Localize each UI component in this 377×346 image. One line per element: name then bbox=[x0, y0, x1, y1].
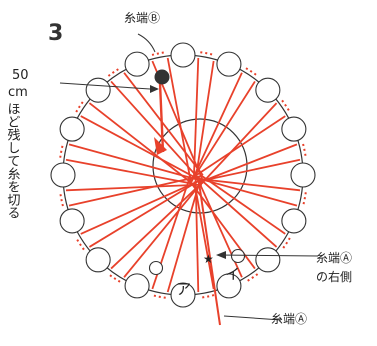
dotted-thread-arc bbox=[200, 295, 214, 298]
dotted-thread-arc bbox=[152, 52, 166, 55]
thread-line bbox=[69, 144, 198, 180]
loom-peg bbox=[60, 209, 84, 233]
dotted-thread-arc bbox=[282, 238, 290, 250]
peg-hole-a bbox=[150, 262, 163, 275]
dotted-thread-arc bbox=[282, 100, 290, 112]
dotted-thread-arc bbox=[246, 274, 258, 282]
loom-peg bbox=[291, 163, 315, 187]
loom-peg bbox=[171, 43, 195, 67]
thread-line bbox=[66, 160, 194, 184]
label-kana-i: イ bbox=[225, 265, 240, 283]
dotted-thread-arc bbox=[60, 144, 63, 158]
dotted-thread-arc bbox=[303, 192, 306, 206]
loom-peg bbox=[86, 248, 110, 272]
label-thread-end-b: 糸端Ⓑ bbox=[124, 11, 160, 25]
dotted-thread-arc bbox=[108, 274, 120, 282]
label-thread-end-a-right-1: 糸端Ⓐ bbox=[316, 251, 352, 265]
thread-line bbox=[194, 58, 198, 176]
arrow-thread-end-b bbox=[138, 34, 155, 52]
loom-peg bbox=[256, 78, 280, 102]
star-marker: ★ bbox=[203, 252, 214, 266]
dotted-thread-arc bbox=[60, 192, 63, 206]
thread-end-a-tail bbox=[198, 176, 220, 325]
thread-line bbox=[202, 103, 277, 184]
loom-peg bbox=[256, 248, 280, 272]
step-number: 3 bbox=[48, 21, 63, 46]
dotted-thread-arc bbox=[303, 144, 306, 158]
label-50: 50 bbox=[12, 68, 29, 83]
dotted-thread-arc bbox=[246, 68, 258, 76]
arrow-head-leave bbox=[150, 85, 159, 93]
loom-peg bbox=[86, 78, 110, 102]
dotted-thread-arc bbox=[200, 52, 214, 55]
dotted-thread-arc bbox=[76, 238, 84, 250]
label-cm: cm bbox=[8, 85, 28, 100]
arrow-head-right bbox=[216, 251, 226, 259]
loom-peg bbox=[60, 117, 84, 141]
thread-line bbox=[81, 116, 202, 181]
thread-line bbox=[191, 81, 255, 182]
label-kana-a: ア bbox=[176, 280, 191, 298]
thread-end-b-marker bbox=[155, 70, 170, 85]
label-leave-text: ほど残して糸を切る bbox=[5, 102, 21, 219]
dotted-thread-arc bbox=[152, 295, 166, 298]
loom-peg bbox=[125, 52, 149, 76]
loom-peg bbox=[51, 163, 75, 187]
thread-line bbox=[168, 58, 191, 182]
label-thread-end-a-right-2: の右側 bbox=[316, 269, 352, 284]
dotted-thread-arc bbox=[76, 100, 84, 112]
loom-peg bbox=[125, 274, 149, 298]
label-thread-end-a: 糸端Ⓐ bbox=[271, 312, 307, 326]
dotted-thread-arc bbox=[108, 68, 120, 76]
loom-peg bbox=[217, 52, 241, 76]
peg-hole-i bbox=[232, 250, 245, 263]
loom-peg bbox=[282, 117, 306, 141]
loom-peg bbox=[282, 209, 306, 233]
thread-line bbox=[191, 73, 242, 183]
